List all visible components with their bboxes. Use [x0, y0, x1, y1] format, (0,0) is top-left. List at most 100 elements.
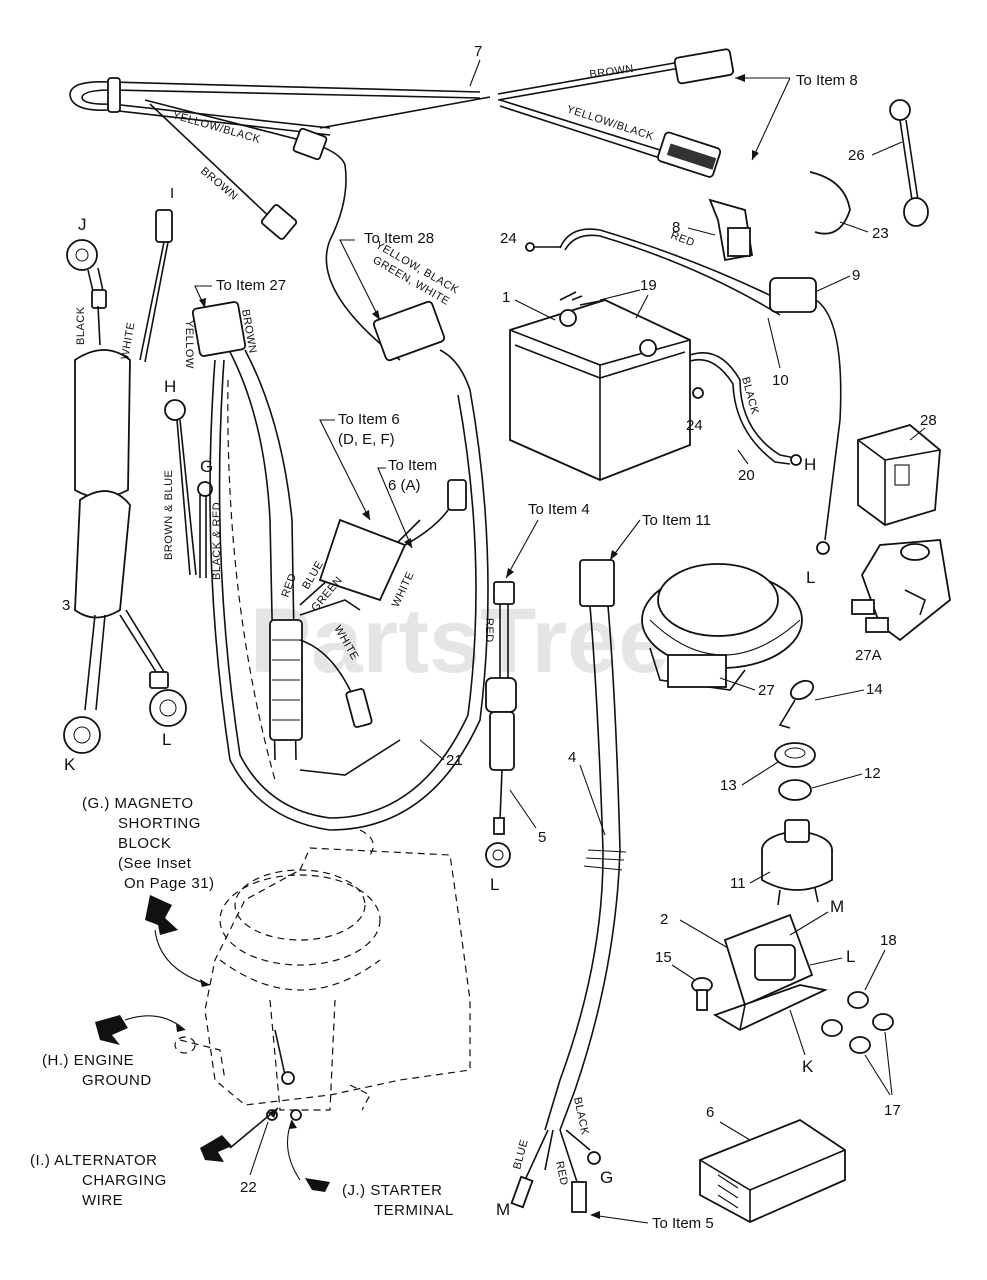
item-number-19: 19 [640, 277, 657, 294]
letter-l-left: L [162, 730, 171, 749]
wire-label-black-battery: BLACK [739, 376, 761, 417]
letter-m-bottom: M [496, 1200, 510, 1219]
part-item-1-battery [509, 291, 691, 481]
letter-g-left: G [200, 457, 213, 476]
wire-label-red-item4b: RED [553, 1160, 570, 1187]
item-number-2: 2 [660, 911, 668, 928]
engine-outline [174, 829, 471, 1121]
item-number-17: 17 [884, 1102, 901, 1119]
letter-l-mid: L [490, 875, 499, 894]
wire-label-black-item4: BLACK [571, 1096, 591, 1136]
callout-to-item-6-def-line2: (D, E, F) [338, 431, 395, 448]
item-number-9: 9 [852, 267, 860, 284]
item-number-28: 28 [920, 412, 937, 429]
letter-m-right: M [830, 897, 844, 916]
letter-h-right: H [804, 455, 816, 474]
part-item-2-bracket [712, 913, 828, 1032]
watermark: PartsTree [250, 590, 669, 692]
callout-to-item-4: To Item 4 [528, 501, 590, 518]
item-number-10: 10 [772, 372, 789, 389]
callout-to-item-11: To Item 11 [642, 512, 711, 529]
letter-g-bottom: G [600, 1168, 613, 1187]
callout-to-item-8: To Item 8 [796, 72, 858, 89]
note-i-line1: (I.) ALTERNATOR [30, 1152, 158, 1169]
part-item-5-fuse [485, 581, 517, 868]
part-item-8 [708, 198, 754, 262]
item-number-24a: 24 [500, 230, 517, 247]
note-g-line2: SHORTING [118, 815, 201, 832]
part-item-13-nut [774, 742, 816, 768]
part-item-14-key [778, 679, 815, 729]
wire-label-white-i: WHITE [119, 321, 137, 360]
part-item-17-nuts [821, 1013, 894, 1054]
note-h-line1: (H.) ENGINE [42, 1052, 134, 1069]
engine-callout-arrows [95, 895, 330, 1192]
letter-h-left: H [164, 377, 176, 396]
note-g-line5: On Page 31) [124, 875, 215, 892]
part-item-9 [769, 277, 817, 313]
item-number-15: 15 [655, 949, 672, 966]
part-item-21-harness [191, 300, 489, 831]
part-item-23 [809, 171, 851, 235]
letter-l-right: L [806, 568, 815, 587]
item-number-27: 27 [758, 682, 775, 699]
part-item-12-washer [778, 779, 812, 801]
letter-i: I [170, 185, 174, 202]
note-i-line3: WIRE [82, 1192, 123, 1209]
item-number-13: 13 [720, 777, 737, 794]
part-item-18-washer [847, 991, 869, 1009]
wire-label-red-top: RED [669, 230, 696, 250]
item-number-18: 18 [880, 932, 897, 949]
part-item-27a [851, 539, 951, 642]
part-item-15-screw [691, 977, 713, 1011]
callout-to-item-27: To Item 27 [216, 277, 286, 294]
callout-to-item-6-a-line2: 6 (A) [388, 477, 421, 494]
item-number-21: 21 [446, 752, 463, 769]
part-item-28 [857, 424, 941, 526]
note-i-line2: CHARGING [82, 1172, 167, 1189]
item-number-8: 8 [672, 219, 680, 236]
item-number-22: 22 [240, 1179, 257, 1196]
item-number-11: 11 [730, 875, 746, 892]
part-item-27 [641, 563, 803, 691]
part-item-6-connector [699, 1118, 846, 1224]
wires-h-g [164, 399, 213, 578]
letter-k-right: K [802, 1057, 814, 1076]
item-number-12: 12 [864, 765, 881, 782]
part-item-11-switch [761, 819, 833, 906]
note-j-line1: (J.) STARTER [342, 1182, 442, 1199]
item-number-20: 20 [738, 467, 755, 484]
wire-label-yellow-27: YELLOW [183, 320, 195, 369]
part-item-4-harness [510, 559, 627, 1213]
wire-label-brown-top: BROWN [589, 63, 635, 81]
item-number-14: 14 [866, 681, 883, 698]
callout-to-item-6-a-line1: To Item [388, 457, 437, 474]
item-number-4: 4 [568, 749, 576, 766]
item-number-27a: 27A [855, 647, 882, 664]
wire-label-red-item4: RED [483, 618, 495, 643]
callout-to-item-5: To Item 5 [652, 1215, 714, 1232]
item-number-6: 6 [706, 1104, 714, 1121]
part-item-26 [889, 99, 929, 227]
note-j-line2: TERMINAL [374, 1202, 454, 1219]
note-g-line4: (See Inset [118, 855, 192, 872]
letter-j: J [78, 215, 87, 234]
item-number-23: 23 [872, 225, 889, 242]
callout-to-item-28: To Item 28 [364, 230, 434, 247]
item-number-1: 1 [502, 289, 510, 306]
wire-label-black-j: BLACK [75, 306, 87, 345]
wire-label-brown-blue: BROWN & BLUE [163, 470, 175, 560]
part-item-3-cable [63, 209, 187, 754]
note-h-line2: GROUND [82, 1072, 152, 1089]
item-number-24b: 24 [686, 417, 703, 434]
note-g-line3: BLOCK [118, 835, 171, 852]
item-number-7: 7 [474, 43, 482, 60]
letter-l-switch: L [846, 947, 855, 966]
note-g-line1: (G.) MAGNETO [82, 795, 194, 812]
letter-k: K [64, 755, 76, 774]
wire-label-yellow-black-right: YELLOW/BLACK [565, 103, 655, 143]
item-number-3: 3 [62, 597, 70, 614]
harness-item-7 [69, 48, 735, 361]
wire-label-blue-item4: BLUE [511, 1138, 531, 1171]
